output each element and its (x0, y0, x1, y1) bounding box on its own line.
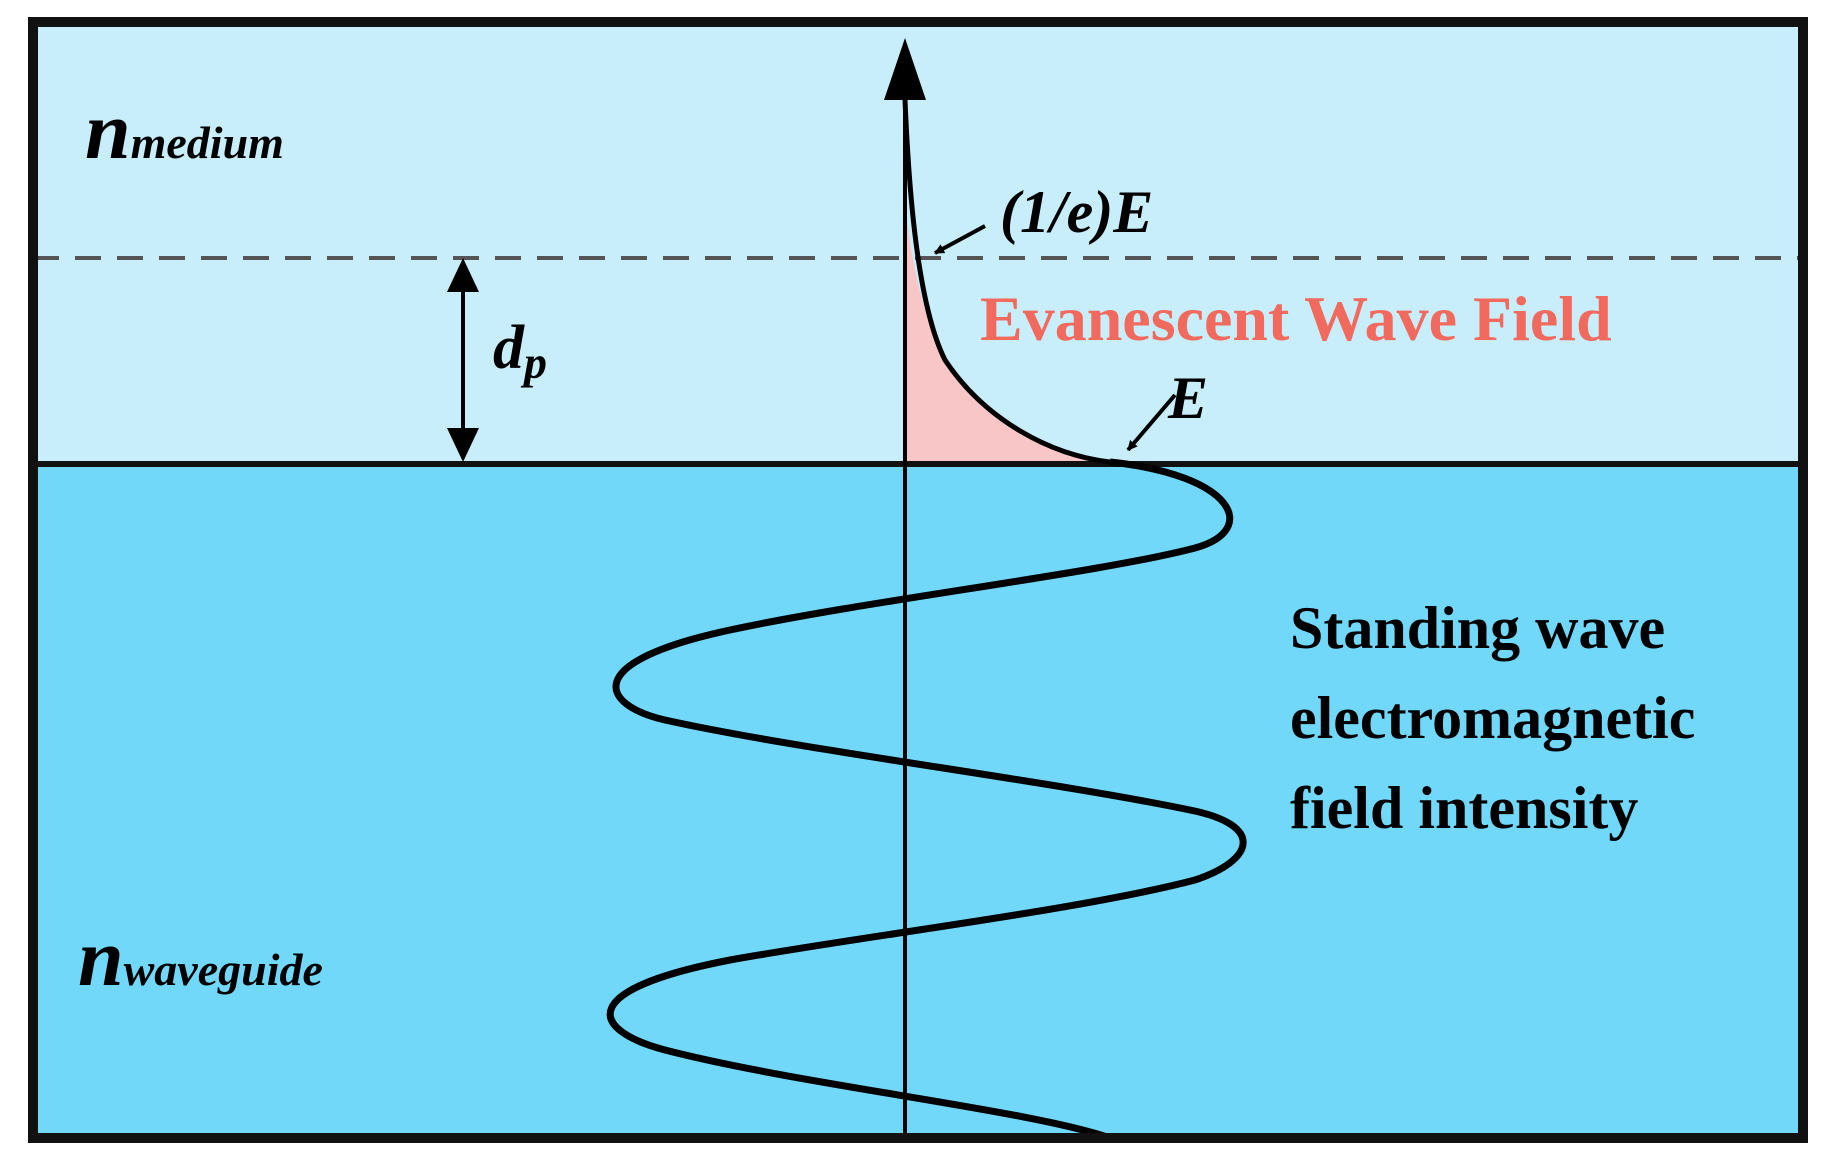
dp-arrowhead-top (447, 258, 479, 292)
standing-wave-line-3: field intensity (1290, 775, 1638, 841)
standing-wave-label: Standing wave electromagnetic field inte… (1290, 595, 1710, 841)
standing-wave-line-1: Standing wave (1290, 595, 1665, 661)
waveguide-symbol: n (78, 912, 124, 1003)
standing-wave-curve (606, 458, 1247, 1142)
surface-field-pointer (1126, 393, 1177, 452)
medium-symbol: n (85, 85, 131, 176)
decayed-field-pointer (934, 224, 986, 255)
waveguide-region (33, 464, 1803, 1138)
waveguide-index-label: nwaveguide (78, 912, 323, 1003)
surface-field-label: E (1167, 365, 1208, 431)
penetration-depth-label: dp (493, 314, 547, 388)
waveguide-subscript: waveguide (124, 944, 323, 995)
evanescent-field-area (905, 200, 1110, 462)
standing-wave-line-2: electromagnetic (1290, 685, 1695, 751)
decayed-field-label: (1/e)E (1000, 179, 1153, 245)
medium-index-label: nmedium (85, 85, 284, 176)
dp-subscript: p (520, 337, 547, 388)
dp-symbol: d (493, 314, 525, 382)
dp-arrowhead-bottom (447, 428, 479, 462)
axis-arrowhead (884, 38, 926, 100)
evanescent-decay-curve (902, 99, 1111, 465)
medium-subscript: medium (131, 117, 284, 168)
evanescent-wave-label: Evanescent Wave Field (980, 283, 1612, 354)
outer-border (28, 17, 1808, 1143)
